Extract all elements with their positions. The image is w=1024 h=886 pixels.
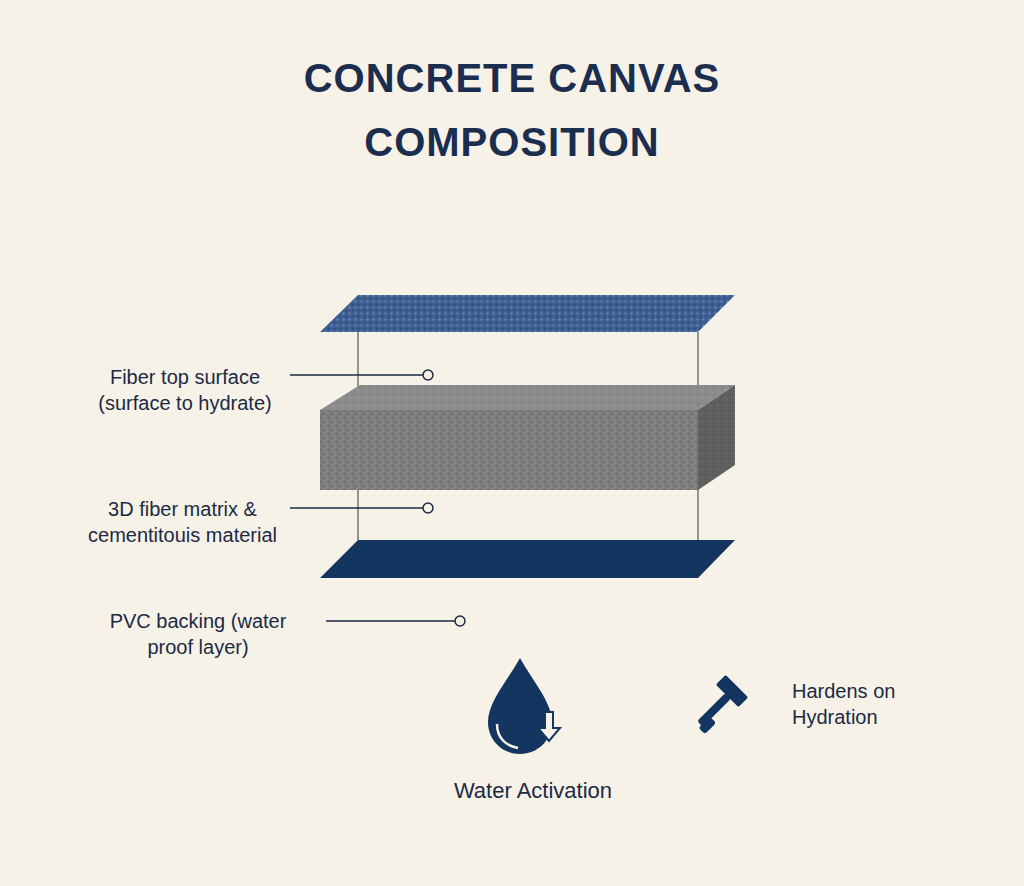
diagram-title: CONCRETE CANVAS COMPOSITION (262, 46, 762, 174)
layer-label: PVC backing (water proof layer) (108, 608, 288, 660)
hammer-icon (697, 675, 748, 734)
leader-line (290, 374, 423, 376)
layer-label: Fiber top surface (surface to hydrate) (75, 364, 295, 416)
matrix-front-face (320, 410, 698, 490)
leader-dot (423, 503, 433, 513)
matrix-top-face (320, 385, 735, 410)
layer-label: 3D fiber matrix & cementitouis material (70, 496, 295, 548)
leader-line (326, 620, 455, 622)
water-drop-icon (488, 658, 560, 754)
leader-dot (423, 370, 433, 380)
matrix-side-face (698, 385, 735, 490)
leader-line (290, 507, 423, 509)
icon-label: Hardens on Hydration (792, 678, 932, 730)
fiber-top-layer (320, 295, 735, 332)
pvc-backing-layer (320, 540, 735, 578)
icon-label: Water Activation (413, 778, 653, 804)
leader-dot (455, 616, 465, 626)
